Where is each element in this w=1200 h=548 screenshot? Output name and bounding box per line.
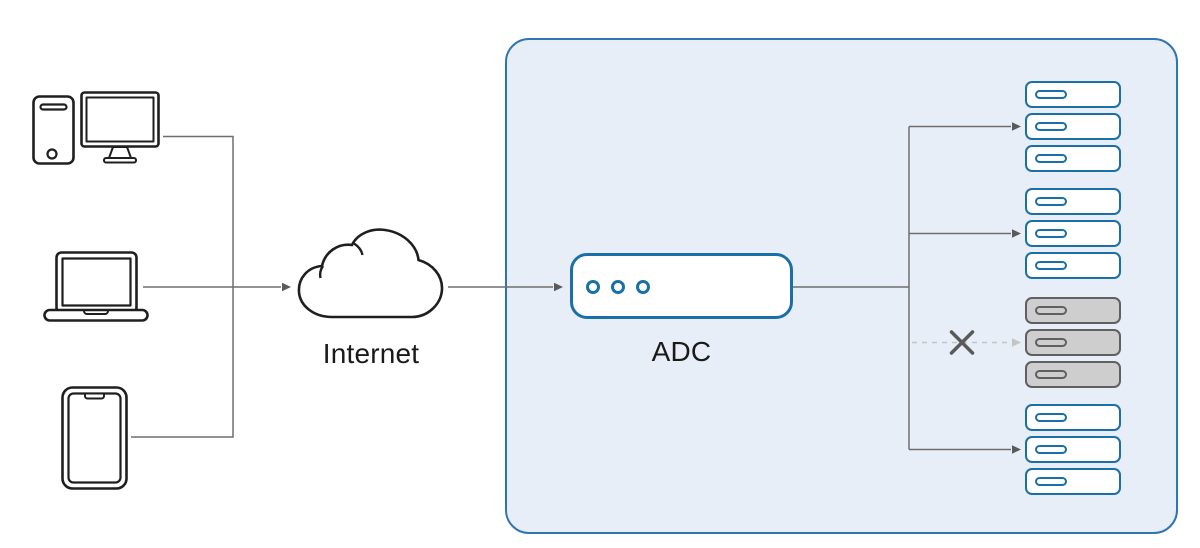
server-icon [1025, 252, 1121, 279]
server-group-3 [1025, 297, 1121, 393]
adc-indicator-dot [586, 279, 600, 294]
server-drive-slot [1034, 154, 1067, 163]
server-drive-slot [1034, 90, 1067, 99]
server-icon [1025, 145, 1121, 172]
server-icon [1025, 220, 1121, 247]
adc-appliance [570, 253, 793, 319]
arrowhead-internet [282, 282, 291, 292]
internet-label: Internet [322, 338, 420, 369]
server-drive-slot [1034, 197, 1067, 206]
server-group-2 [1025, 188, 1121, 284]
server-drive-slot [1034, 477, 1067, 486]
server-drive-slot [1034, 413, 1067, 422]
server-icon [1025, 361, 1121, 388]
server-drive-slot [1034, 338, 1067, 347]
server-icon [1025, 329, 1121, 356]
server-icon [1025, 436, 1121, 463]
server-icon [1025, 404, 1121, 431]
desktop-computer-icon [32, 91, 160, 165]
server-drive-slot [1034, 306, 1067, 315]
server-icon [1025, 188, 1121, 215]
server-group-1 [1025, 81, 1121, 177]
server-icon [1025, 297, 1121, 324]
adc-indicator-dot [636, 279, 650, 294]
server-drive-slot [1034, 261, 1067, 270]
adc-label: ADC [651, 336, 712, 367]
adc-indicator-dot [611, 279, 625, 294]
server-drive-slot [1034, 445, 1067, 454]
tablet-icon [61, 386, 128, 490]
server-drive-slot [1034, 229, 1067, 238]
internet-cloud-icon [297, 228, 444, 319]
server-icon [1025, 113, 1121, 140]
server-icon [1025, 468, 1121, 495]
server-drive-slot [1034, 370, 1067, 379]
laptop-icon [43, 251, 149, 322]
server-drive-slot [1034, 122, 1067, 131]
server-group-4 [1025, 404, 1121, 500]
server-icon [1025, 81, 1121, 108]
